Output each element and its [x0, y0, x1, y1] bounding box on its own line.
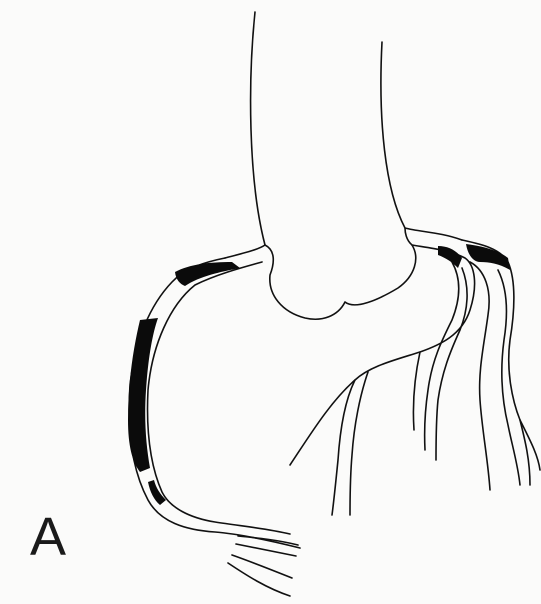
- panel-label: A: [30, 510, 66, 564]
- lca-plaque-2: [466, 244, 510, 270]
- lca-plaque-1: [438, 246, 462, 268]
- rca-plaque-mid: [128, 318, 158, 472]
- right-coronary-artery: [128, 258, 300, 596]
- left-coronary-artery: [290, 240, 540, 515]
- aorta: [225, 12, 462, 319]
- rca-plaque-proximal: [175, 262, 240, 286]
- rca-plaque-distal: [148, 480, 166, 505]
